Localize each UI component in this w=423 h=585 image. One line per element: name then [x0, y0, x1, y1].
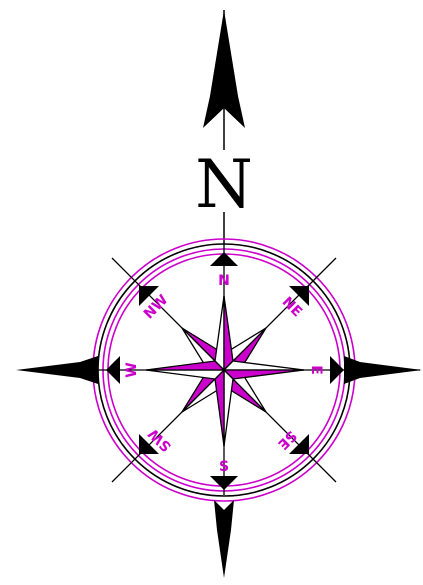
direction-label-s: S — [219, 459, 229, 475]
direction-label-e: E — [308, 365, 324, 375]
tick-marker-s — [210, 476, 238, 490]
north-heading-label: N — [195, 146, 253, 223]
south-pointer-arrow — [214, 500, 234, 578]
north-pointer-arrow — [203, 10, 245, 150]
direction-label-n: N — [218, 273, 230, 289]
east-pointer-arrow — [344, 356, 422, 384]
west-pointer-arrow — [16, 356, 98, 384]
tick-marker-e — [330, 356, 344, 384]
direction-label-w: W — [124, 362, 140, 377]
